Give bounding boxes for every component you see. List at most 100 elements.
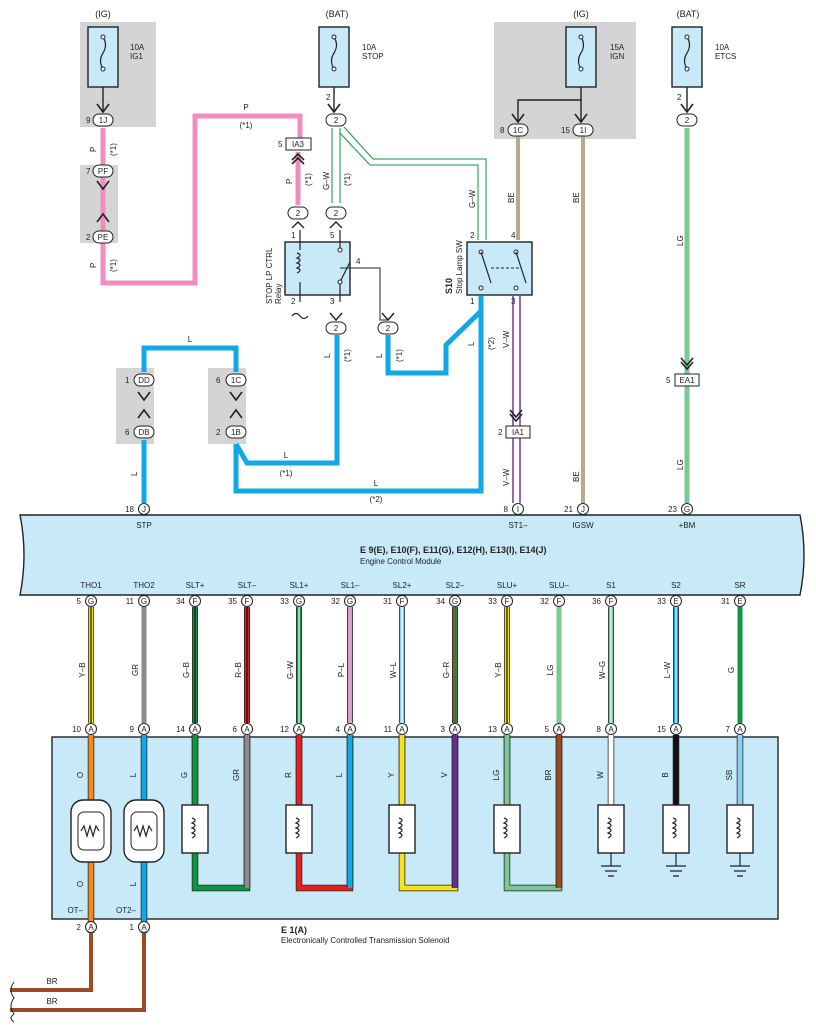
ecm-bottom-pin-10 <box>605 595 617 607</box>
ecm-bottom-pin-num-10: 36 <box>592 597 601 606</box>
connector-ia3-id: IA3 <box>292 140 305 149</box>
solenoid-coil-0 <box>190 817 196 839</box>
connector-pe-id: PE <box>98 233 109 242</box>
ecm-bottom-pin-name-7: SL2– <box>446 581 465 590</box>
sol-pin-11-letter: A <box>673 725 679 734</box>
connector-1j <box>92 103 114 127</box>
sol-pin-4-letter: A <box>296 725 302 734</box>
shade-pf <box>80 165 118 243</box>
sol-pin-12-letter: A <box>737 725 743 734</box>
ecm-bottom-pin-name-4: SL1+ <box>290 581 309 590</box>
sol-bottom-pin-num-0: 2 <box>77 923 82 932</box>
ecm-wire-label-12: G <box>727 667 736 673</box>
relay-pill-1: 2 <box>296 209 301 218</box>
sol-pin-num-3: 6 <box>233 725 238 734</box>
ecm-top-pin-name-2: IGSW <box>572 521 594 530</box>
sol-pin-num-8: 13 <box>488 725 497 734</box>
ground-wire-label-1: BR <box>46 977 57 986</box>
ecm-top-pin-0 <box>138 503 150 515</box>
connector-ea1-id: EA1 <box>679 376 695 385</box>
ecm-bottom-pin-0-letter: G <box>88 597 94 606</box>
sol-pin-6-letter: A <box>399 725 405 734</box>
ecm-bottom-pin-2 <box>189 595 201 607</box>
sol-pin-num-7: 3 <box>441 725 446 734</box>
ecm-bottom-pin-name-10: S1 <box>606 581 616 590</box>
label-gw-b: G–W <box>468 189 477 208</box>
fuse-etcs <box>671 26 703 88</box>
ecm-top-pin-name-3: +BM <box>679 521 696 530</box>
sol-pin-num-6: 11 <box>384 725 393 734</box>
label-l-conn-note: (*1) <box>395 349 404 362</box>
connector-pe-num: 2 <box>86 233 91 242</box>
connector-1c-mid-id: 1C <box>231 376 241 385</box>
solenoid-bottom-wires <box>10 933 146 1012</box>
connector-db-num: 6 <box>125 428 130 437</box>
wire-vw <box>512 296 521 503</box>
sol-wire-label-11: B <box>661 772 670 777</box>
ecm-top-pin-num-1: 8 <box>504 505 509 514</box>
solenoid-code: E 1(A) <box>281 925 307 935</box>
ecm-bottom-pin-1 <box>138 595 150 607</box>
ecm-bottom-pin-7-letter: G <box>452 597 458 606</box>
sol-pin-5 <box>344 723 356 735</box>
ecm-bottom-pin-9 <box>553 595 565 607</box>
ecm-bottom-pin-num-11: 33 <box>657 597 666 606</box>
ecm-bottom-pin-num-5: 32 <box>331 597 340 606</box>
label-pink-left1: P <box>89 147 98 152</box>
label-lg-a: LG <box>676 235 685 246</box>
ecm-top-pin-num-3: 23 <box>668 505 677 514</box>
wire-pink-main <box>100 113 303 286</box>
ecm-bottom-pin-name-11: S2 <box>671 581 681 590</box>
fuse-stop <box>318 26 350 88</box>
sol-pin-num-12: 7 <box>726 725 731 734</box>
ecm-top-pin-2-letter: J <box>581 505 585 514</box>
sol-pin-8 <box>501 723 513 735</box>
connector-etcs-2-num: 2 <box>677 93 682 102</box>
relay-pin-5: 5 <box>330 231 335 240</box>
ecm-wire-label-5: P–L <box>337 662 346 677</box>
sol-wire-label-0: O <box>76 772 85 778</box>
sol-wire-label-1: L <box>129 772 138 777</box>
ecm-body <box>19 514 805 596</box>
fuse-name-stop: STOP <box>362 52 384 61</box>
ecm-wire-label-8: Y–B <box>494 662 503 677</box>
label-l-relay-note: (*1) <box>343 349 352 362</box>
sol-pin-7 <box>449 723 461 735</box>
sol-pin-2-letter: A <box>192 725 198 734</box>
ground-coil-1 <box>671 817 677 839</box>
ecm-bottom-pin-name-8: SLU+ <box>497 581 518 590</box>
connector-pf-num: 7 <box>86 167 91 176</box>
ecm-wire-label-2: G–B <box>182 662 191 678</box>
switch-pin-4: 4 <box>511 231 516 240</box>
sol-pin-3-letter: A <box>244 725 250 734</box>
connector-db-id: DB <box>138 428 149 437</box>
sol-bottom-pin-1 <box>138 921 150 933</box>
sol-pin-1 <box>138 723 150 735</box>
sol-pin-num-5: 4 <box>336 725 341 734</box>
ecm-bottom-pin-num-2: 34 <box>176 597 185 606</box>
ecm-top-pin-name-0: STP <box>136 521 152 530</box>
ecm-bottom-pin-4 <box>293 595 305 607</box>
sol-pin-num-11: 15 <box>657 725 666 734</box>
ecm-top-pin-1 <box>512 503 524 515</box>
solenoid-coil-2 <box>397 817 403 839</box>
ecm-bottom-pin-5 <box>344 595 356 607</box>
sol-wire-label-10: W <box>596 771 605 779</box>
ecm-bottom-pin-name-6: SL2+ <box>393 581 412 590</box>
connector-pf-id: PF <box>98 167 108 176</box>
ecm-wire-label-3: R–B <box>234 662 243 678</box>
label-pink-left1-note: (*1) <box>109 143 118 156</box>
wire-blue <box>141 296 484 503</box>
solenoid-coil-box-2 <box>388 804 416 854</box>
connector-ia1 <box>505 409 531 439</box>
sol-wire-label-9: BR <box>544 769 553 780</box>
power-label-ig1: (IG) <box>95 9 111 19</box>
connector-etcs-2-id: 2 <box>685 116 690 125</box>
sol-wire-label-7: V <box>440 772 449 778</box>
relay-pill-4: 2 <box>386 324 391 333</box>
sol-pin-1-letter: A <box>141 725 147 734</box>
ecm-name: Engine Control Module <box>360 557 442 566</box>
fuse-amp-ign: 15A <box>610 43 625 52</box>
connector-ea1-num: 5 <box>666 376 671 385</box>
